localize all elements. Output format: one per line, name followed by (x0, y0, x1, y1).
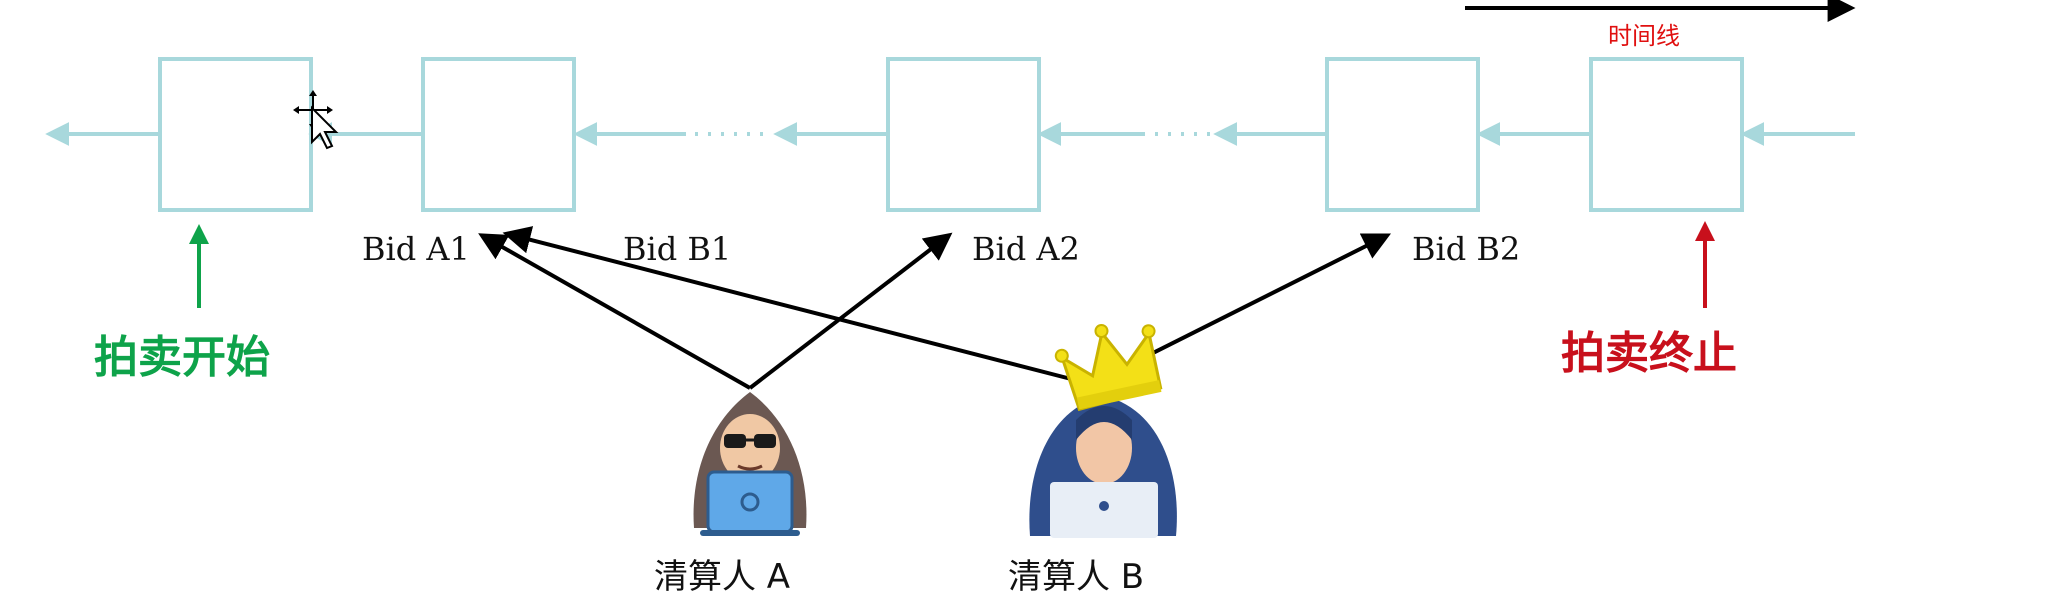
hacker-avatar-icon (693, 392, 807, 536)
bid-arrows (478, 226, 1392, 390)
block-chain (45, 57, 1855, 212)
arrow-a-to-a2 (748, 232, 953, 390)
bid-b1-label: Bid B1 (623, 230, 731, 268)
block-4 (1325, 57, 1480, 212)
arrow-b-to-b1 (502, 226, 1076, 382)
hooded-avatar-icon (1029, 396, 1177, 538)
liquidator-a-label: 清算人 A (654, 557, 790, 597)
bid-labels: Bid A1 Bid B1 Bid A2 Bid B2 (362, 230, 1520, 268)
timeline-label: 时间线 (1608, 22, 1680, 50)
bid-b2-label: Bid B2 (1412, 230, 1520, 268)
auction-end-label: 拍卖终止 (1561, 328, 1737, 379)
block-3 (886, 57, 1041, 212)
block-2 (421, 57, 576, 212)
liquidator-b-label: 清算人 B (1008, 557, 1144, 597)
arrow-a-to-a1 (478, 233, 751, 390)
block-5 (1589, 57, 1744, 212)
liquidator-a: 清算人 A (654, 392, 807, 597)
liquidator-b: 清算人 B (1008, 323, 1177, 597)
bid-a2-label: Bid A2 (972, 230, 1080, 268)
timeline: 时间线 (1465, 0, 1856, 50)
block-1 (158, 57, 313, 212)
auction-end-marker: 拍卖终止 (1561, 221, 1737, 379)
crown-icon (1054, 323, 1163, 412)
auction-start-marker: 拍卖开始 (94, 224, 270, 383)
move-cursor-icon (293, 90, 339, 150)
bid-a1-label: Bid A1 (362, 230, 470, 268)
arrow-b-to-b2 (1134, 233, 1392, 364)
auction-start-label: 拍卖开始 (94, 332, 270, 383)
